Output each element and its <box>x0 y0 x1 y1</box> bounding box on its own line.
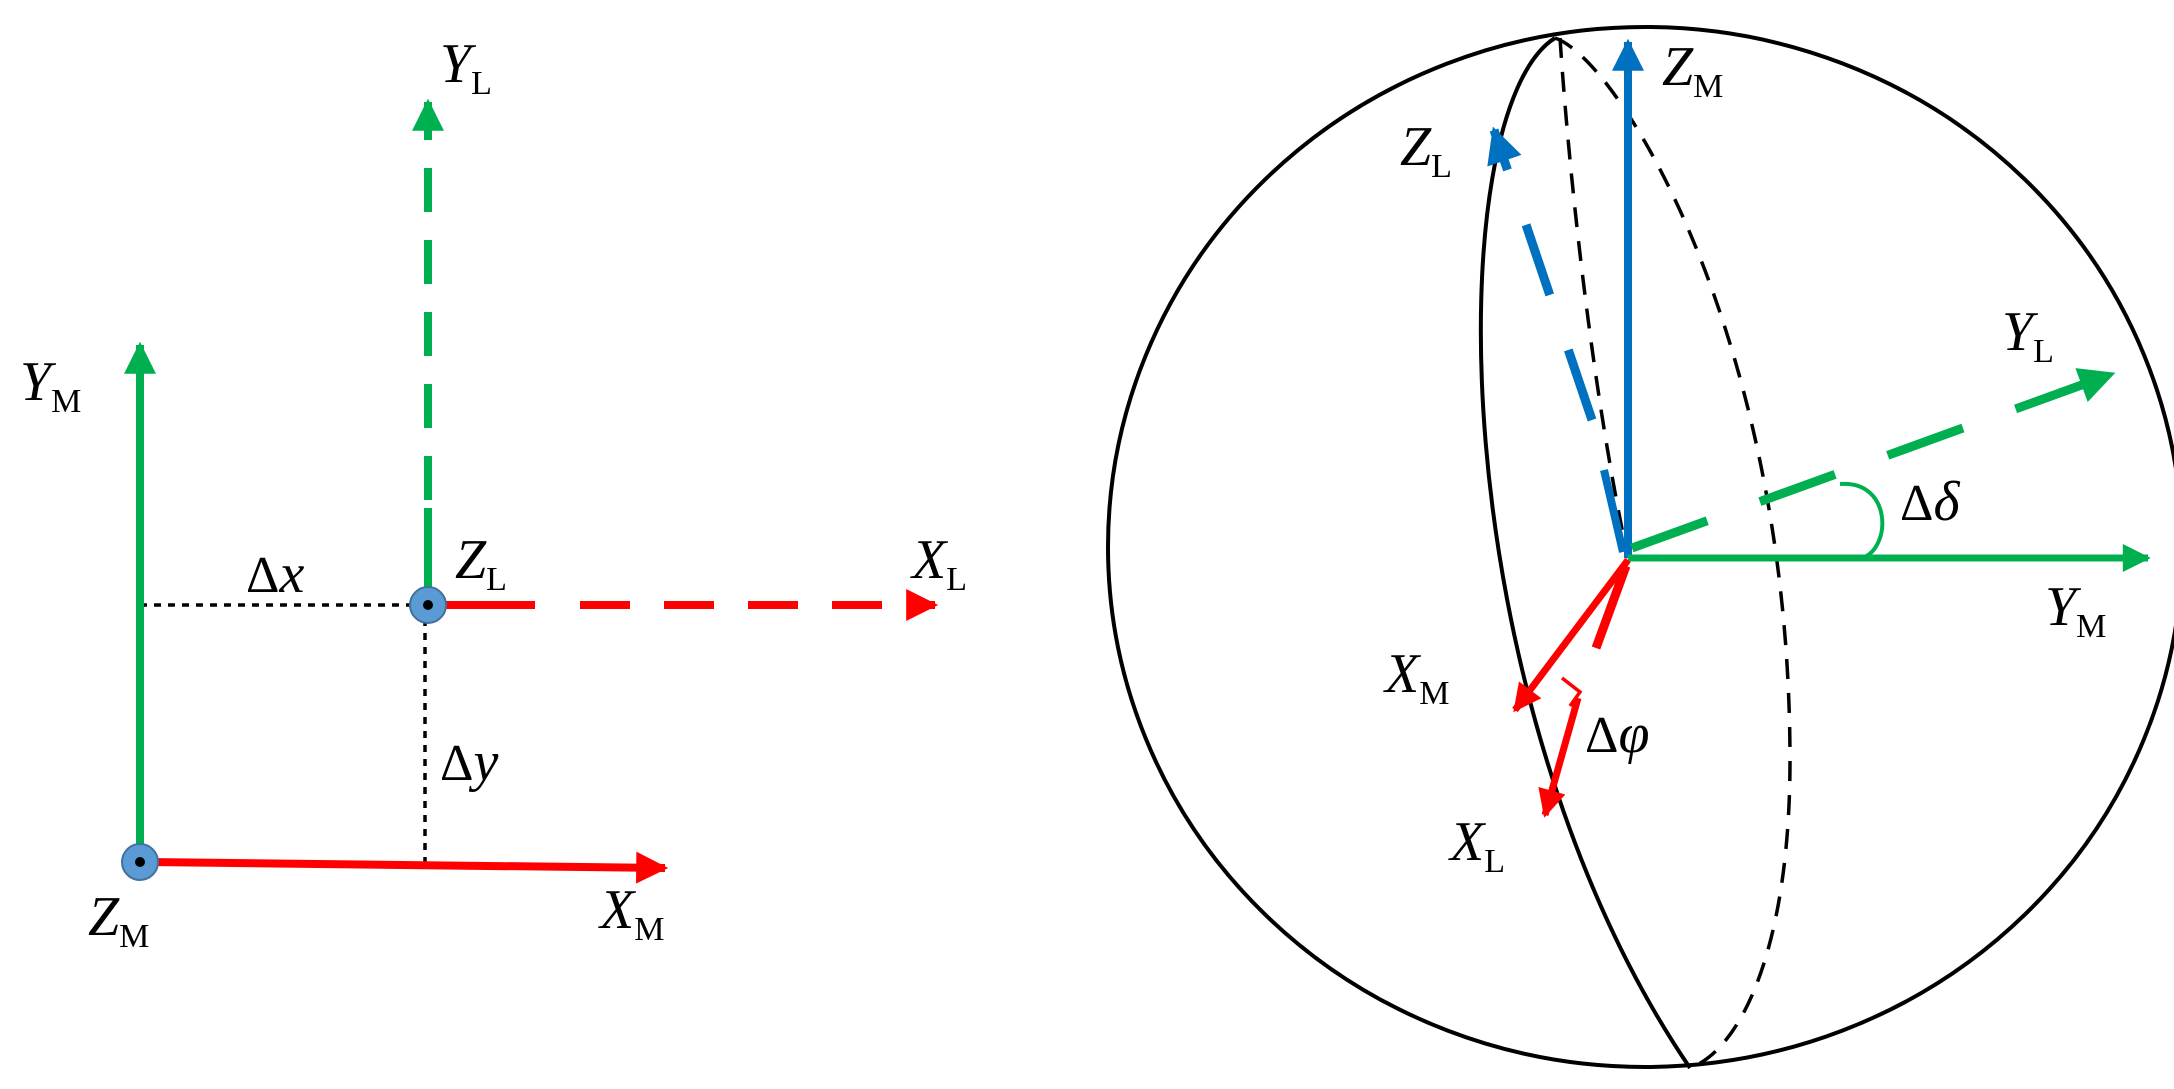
label-sphere-ym: YM <box>2045 576 2106 645</box>
zl-origin-dot <box>423 600 433 610</box>
sphere-outline <box>1106 25 2174 1069</box>
label-sphere-xl: XL <box>1448 811 1505 880</box>
sphere-xl-axis-solid <box>1591 564 1631 650</box>
label-sphere-zl: ZL <box>1400 116 1452 185</box>
label-planar-xm: XM <box>598 879 664 948</box>
vertical-meridian-dashed <box>1558 37 1630 559</box>
xm-axis-arrow <box>147 851 669 884</box>
label-sphere-zm: ZM <box>1662 36 1723 105</box>
tilted-great-circle-front <box>1478 36 1692 1070</box>
label-planar-ym: YM <box>20 351 81 420</box>
planar-translation-diagram: YM YL ZL XL ZM XM Δx Δy <box>20 33 967 955</box>
sphere-zl-axis-dashed-arrow <box>1487 126 1597 422</box>
sphere-xm-axis-arrow <box>1512 557 1631 713</box>
sphere-yl-axis-dashed-arrow <box>1630 368 2116 553</box>
label-sphere-yl: YL <box>2002 301 2054 370</box>
label-sphere-xm: XM <box>1383 643 1449 712</box>
label-delta-y: Δy <box>440 731 498 793</box>
tilted-great-circle-back <box>1554 36 1792 1070</box>
label-planar-zm: ZM <box>88 886 149 955</box>
label-planar-yl: YL <box>440 33 492 102</box>
sphere-zl-axis-solid <box>1600 469 1627 553</box>
label-planar-xl: XL <box>910 529 967 598</box>
sphere-rotation-diagram: ZM ZL YL YM XM XL Δδ Δφ <box>1106 25 2174 1070</box>
delta-phi-angle-arc <box>1560 676 1583 708</box>
label-delta-phi: Δφ <box>1585 703 1649 765</box>
label-delta-x: Δx <box>246 543 304 605</box>
zm-origin-dot <box>135 857 145 867</box>
sphere-xl-axis-arrow <box>1538 697 1582 818</box>
delta-delta-angle-arc <box>1839 481 1885 560</box>
label-planar-zl: ZL <box>455 529 507 598</box>
label-delta-delta: Δδ <box>1900 471 1960 533</box>
